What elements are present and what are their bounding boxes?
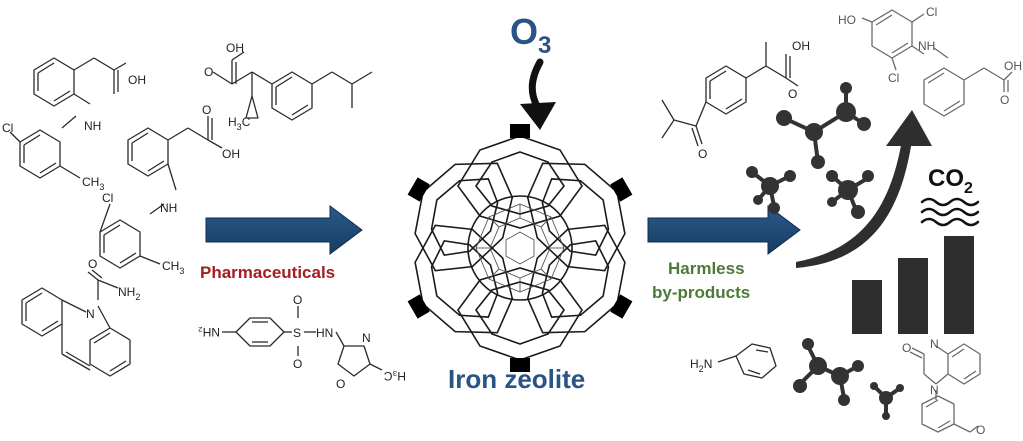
atom-o: O [336, 377, 345, 391]
atom-o: O [976, 423, 985, 437]
atom-h2n: H2N [690, 357, 712, 374]
atom-oh: OH [226, 41, 244, 55]
output-label-line1: Harmless [668, 259, 745, 278]
molecule-ball-stick-icon [746, 166, 796, 214]
atom-oh: OH [792, 39, 810, 53]
gas-wave-icon [920, 197, 980, 227]
molecule-oxidized-ibuprofen [661, 42, 799, 147]
flow-arrow-icon [205, 205, 363, 255]
atom-o: O [902, 341, 911, 355]
atom-o: O [698, 147, 707, 161]
atom-ch3: CH3 [162, 259, 184, 276]
atom-nh: NH [918, 39, 935, 53]
input-label: Pharmaceuticals [200, 263, 335, 282]
bar-chart-icon [852, 236, 974, 334]
atom-n: N [930, 383, 939, 397]
catalyst-label: Iron zeolite [448, 364, 585, 394]
molecule-ball-stick-icon [776, 82, 871, 169]
molecule-ball-stick-icon [870, 382, 904, 420]
atom-nh: NH [160, 201, 177, 215]
growth-arrow-icon [796, 110, 932, 268]
atom-cl: Cl [888, 71, 899, 85]
atom-flipped-ch3: H₃C [383, 369, 406, 383]
atom-nh: NH [84, 119, 101, 133]
atom-o: O [293, 357, 302, 371]
molecule-sulfamethoxazole [222, 306, 383, 377]
atom-oh: OH [222, 147, 240, 161]
atom-n: N [930, 337, 939, 351]
atom-s: S [293, 326, 301, 340]
atom-o: O [788, 87, 797, 101]
molecule-ball-stick-icon [793, 338, 864, 406]
atom-h3c: H3C [228, 115, 251, 132]
atom-o: O [1000, 93, 1009, 107]
atom-flipped-nh2: NH₂ [198, 325, 220, 339]
molecule-carbamazepine [21, 269, 131, 377]
molecule-ball-stick-icon [826, 170, 874, 219]
atom-o: O [88, 257, 97, 271]
ozone-label: O3 [510, 11, 551, 59]
molecule-ibuprofen [212, 51, 373, 121]
atom-oh: OH [128, 73, 146, 87]
atom-ch3: CH3 [82, 175, 104, 192]
atom-o: O [204, 65, 213, 79]
co2-label: CO2 [928, 165, 973, 197]
ozone-arrow-icon [520, 58, 556, 130]
atom-cl: Cl [102, 191, 113, 205]
molecule-diclofenac-middle [99, 116, 223, 269]
flow-arrow-icon [647, 205, 801, 255]
atom-o: O [293, 293, 302, 307]
atom-cl: Cl [926, 5, 937, 19]
atom-n: N [86, 307, 95, 321]
output-label-line2: by-products [652, 283, 750, 302]
molecule-hydroxy-diclofenac [861, 9, 1013, 117]
atom-cl: Cl [2, 121, 13, 135]
atom-oh: OH [1004, 59, 1022, 73]
molecule-diclofenac-top [9, 57, 127, 179]
atom-n: N [362, 331, 371, 345]
molecule-quinazolinone [909, 343, 981, 433]
molecule-aminopyrimidine [717, 343, 777, 379]
atom-o: O [202, 103, 211, 117]
iron-zeolite-framework [407, 124, 633, 372]
atom-nh2: NH2 [118, 285, 140, 302]
atom-hn: HN [316, 326, 333, 340]
atom-ho: HO [838, 13, 856, 27]
